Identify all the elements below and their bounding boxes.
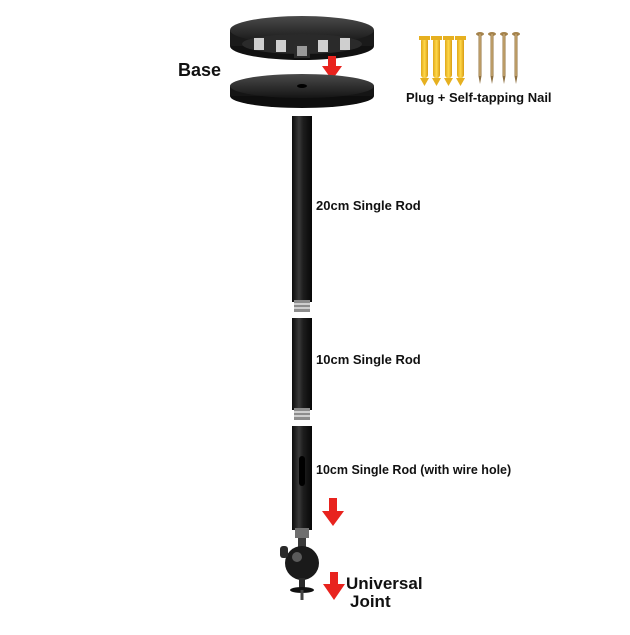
self-tapping-nails: [476, 32, 520, 84]
down-arrow-icon: [322, 56, 342, 80]
rod-10cm-wire-hole: [292, 426, 312, 538]
down-arrow-icon: [322, 498, 344, 526]
universal-joint: [280, 538, 319, 600]
rod-20cm-label: 20cm Single Rod: [316, 198, 421, 213]
base-disk: [230, 74, 374, 108]
wall-plugs: [419, 36, 466, 86]
down-arrow-icon: [323, 572, 345, 600]
base-label: Base: [178, 60, 222, 80]
base-mount-plate: [230, 16, 374, 60]
plug-nail-label: Plug + Self-tapping Nail: [406, 90, 552, 105]
universal-joint-label-line2: Joint: [350, 592, 391, 611]
rod-10cm: [292, 318, 312, 420]
rod-10cm-label: 10cm Single Rod: [316, 352, 421, 367]
rod-20cm: [292, 116, 312, 312]
universal-joint-label-line1: Universal: [346, 574, 423, 593]
rod-10cm-wire-label: 10cm Single Rod (with wire hole): [316, 463, 512, 477]
universal-joint-label: Universal Joint: [346, 575, 423, 611]
